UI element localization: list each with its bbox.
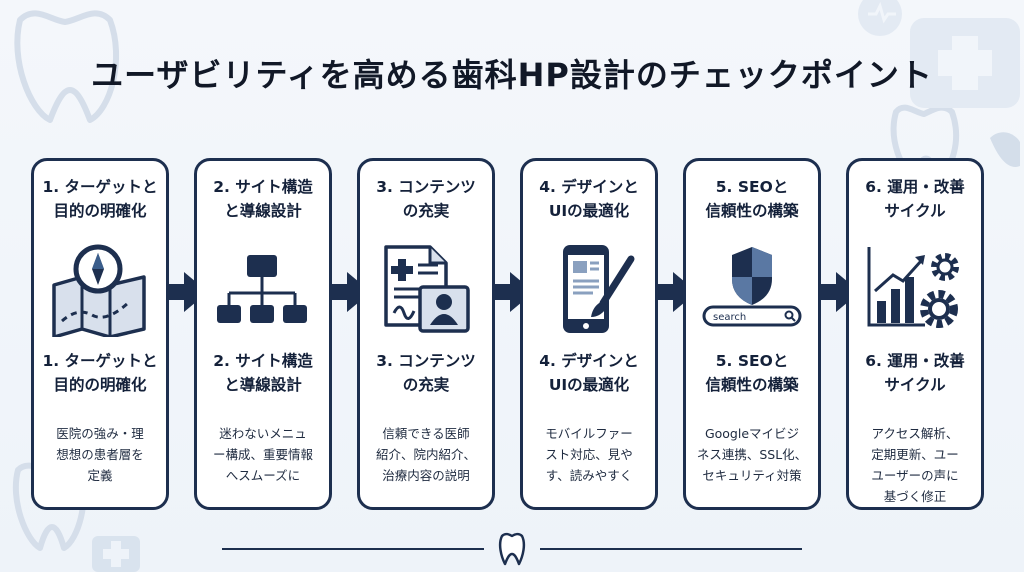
step-description: 医院の強み・理 想想の患者層を 定義: [56, 426, 144, 483]
step-title: 2. サイト構造 と導線設計: [213, 178, 313, 220]
arrow-right-icon: [494, 272, 534, 312]
step-description: Googleマイビジ ネス連携、SSL化、 セキュリティ対策: [696, 426, 808, 483]
search-bar-text: search: [713, 312, 746, 323]
step-subtitle: 2. サイト構造 と導線設計: [213, 352, 313, 394]
step-title: 1. ターゲットと 目的の明確化: [42, 178, 158, 220]
footer-divider-left: [222, 548, 484, 550]
step-card-6: 6. 運用・改善 サイクル 6. 運用・改善 サイクル アクセス解析、 定期更新…: [846, 158, 984, 510]
page-title: ユーザビリティを高める歯科HP設計のチェックポイント: [91, 56, 933, 94]
tooth-icon: [498, 532, 526, 566]
step-description: 迷わないメニュ ー構成、重要情報 へスムーズに: [212, 426, 313, 483]
step-description: 信頼できる医師 紹介、院内紹介、 治療内容の説明: [375, 426, 476, 483]
step-description: アクセス解析、 定期更新、ユー ユーザーの声に 基づく修正: [871, 426, 959, 504]
step-card-2: 2. サイト構造 と導線設計 2. サイト構造 と導線設計 迷わないメニュ ー構…: [194, 158, 332, 510]
map-compass-icon: [52, 244, 146, 337]
arrow-right-icon: [168, 272, 208, 312]
arrow-right-icon: [331, 272, 371, 312]
arrow-right-icon: [657, 272, 697, 312]
step-title: 3. コンテンツ の充実: [376, 178, 476, 220]
step-card-4: 4. デザインと UIの最適化 4. デザインと UIの最適化 モバイルファー …: [520, 158, 658, 510]
footer-divider-right: [540, 548, 802, 550]
step-subtitle: 6. 運用・改善 サイクル: [865, 352, 965, 394]
step-title: 6. 運用・改善 サイクル: [865, 178, 965, 220]
step-description: モバイルファー スト対応、見や す、読みやすく: [545, 426, 633, 483]
mobile-brush-icon: [563, 245, 635, 333]
step-subtitle: 4. デザインと UIの最適化: [539, 352, 639, 394]
shield-search-icon: search: [702, 247, 802, 327]
sitemap-icon: [217, 255, 307, 323]
step-title: 4. デザインと UIの最適化: [539, 178, 639, 220]
step-subtitle: 1. ターゲットと 目的の明確化: [42, 352, 158, 394]
step-card-1: 1. ターゲットと 目的の明確化 1. ターゲットと 目的の明確化 医院の強み・…: [31, 158, 169, 510]
step-subtitle: 3. コンテンツ の充実: [376, 352, 476, 394]
step-title: 5. SEOと 信頼性の構築: [705, 178, 799, 220]
step-card-3: 3. コンテンツ の充実 3. コンテンツ の充実 信頼できる医師 紹介、院内紹…: [357, 158, 495, 510]
step-card-5: 5. SEOと 信頼性の構築 search 5. SEOと 信頼性の構築 Goo…: [683, 158, 821, 510]
step-subtitle: 5. SEOと 信頼性の構築: [705, 352, 799, 394]
medical-document-icon: [384, 245, 470, 333]
arrow-right-icon: [820, 272, 860, 312]
chart-gears-icon: [867, 247, 959, 328]
